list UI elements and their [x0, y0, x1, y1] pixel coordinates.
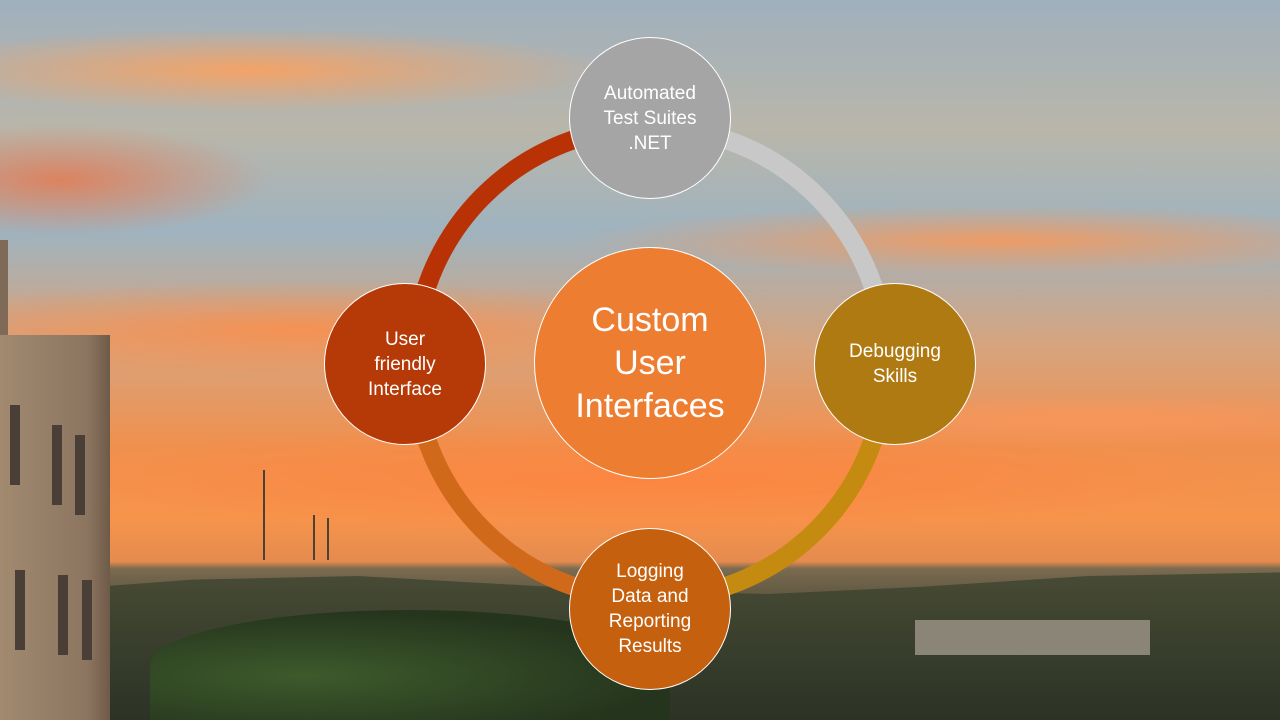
building-window	[75, 435, 85, 515]
node-label: Automated Test Suites .NET	[603, 82, 697, 154]
center-label: Custom User Interfaces	[575, 300, 725, 425]
node-user-friendly-interface: User friendly Interface	[324, 283, 486, 445]
building-window	[52, 425, 62, 505]
foreground-building	[0, 335, 110, 720]
roof-pole	[0, 240, 8, 340]
building-window	[10, 405, 20, 485]
center-circle-custom-user-interfaces: Custom User Interfaces	[534, 247, 766, 479]
radio-mast	[327, 518, 329, 560]
building-window	[82, 580, 92, 660]
building-window	[15, 570, 25, 650]
node-label: Logging Data and Reporting Results	[608, 561, 692, 657]
distant-building	[915, 620, 1150, 655]
node-label: User friendly Interface	[368, 328, 442, 400]
node-logging-data: Logging Data and Reporting Results	[569, 528, 731, 690]
node-debugging-skills: Debugging Skills	[814, 283, 976, 445]
building-window	[58, 575, 68, 655]
radio-mast	[313, 515, 315, 560]
radio-mast	[263, 470, 265, 560]
node-automated-test-suites: Automated Test Suites .NET	[569, 37, 731, 199]
node-label: Debugging Skills	[849, 341, 941, 387]
